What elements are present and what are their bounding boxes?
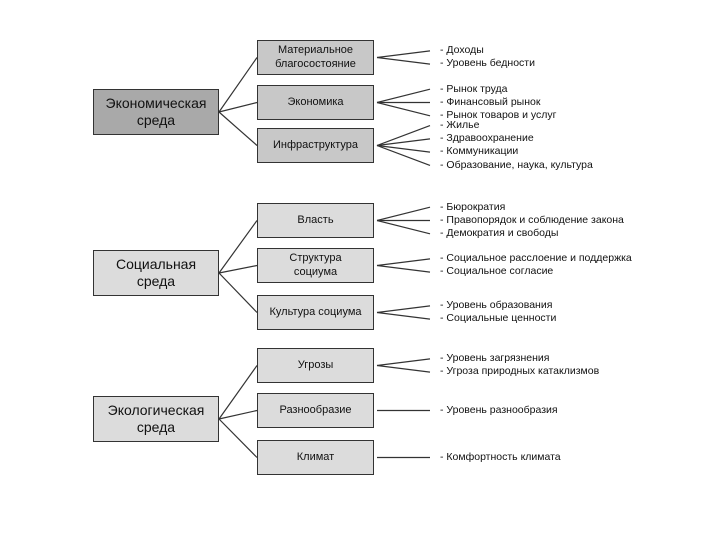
indicator-item: - Демократия и свободы <box>440 227 559 240</box>
indicator-item: - Угроза природных катаклизмов <box>440 365 600 378</box>
indicator-item: - Комфортность климата <box>440 450 561 463</box>
indicator-item: - Жилье <box>440 118 480 131</box>
indicator-list: - Бюрократия- Правопорядок и соблюдение … <box>440 201 624 241</box>
indicator-item: - Социальное расслоение и поддержка <box>440 252 632 265</box>
economic-branch-line <box>218 101 258 113</box>
indicator-fan-line <box>376 56 431 65</box>
indicator-item: - Финансовый рынок <box>440 95 541 108</box>
indicator-list: - Комфортность климата <box>440 451 561 464</box>
social-environment-box: Социальная среда <box>93 250 219 296</box>
indicator-list: - Социальное расслоение и поддержка- Соц… <box>440 252 632 279</box>
factor-label: Власть <box>297 213 334 226</box>
factor-label: Материальное благосостояние <box>275 44 356 70</box>
factor-label: Экономика <box>287 95 344 108</box>
indicator-list: - Уровень загрязнения- Угроза природных … <box>440 352 599 379</box>
social-branch-line <box>218 272 258 313</box>
indicator-item: - Уровень бедности <box>440 57 535 70</box>
economic-environment-label: Экономическая среда <box>105 95 207 128</box>
indicator-fan-line <box>376 101 431 117</box>
social-branch-line <box>218 220 258 274</box>
indicator-item: - Уровень загрязнения <box>440 352 550 365</box>
indicator-list: - Уровень образования- Социальные ценнос… <box>440 299 556 326</box>
factor-label: Разнообразие <box>279 403 352 416</box>
economic-environment-box: Экономическая среда <box>93 89 219 135</box>
indicator-item: - Коммуникации <box>440 145 519 158</box>
factor-label: Инфраструктура <box>272 138 358 151</box>
factor-label: Структура социума <box>289 252 342 278</box>
indicator-item: - Правопорядок и соблюдение закона <box>440 213 624 226</box>
economic-branch-line <box>218 57 258 113</box>
indicator-list: - Рынок труда- Финансовый рынок- Рынок т… <box>440 83 557 123</box>
indicator-fan-line <box>376 305 431 314</box>
ecology-environment-label: Экологическая среда <box>107 402 205 435</box>
indicator-item: - Рынок товаров и услуг <box>440 109 557 122</box>
indicator-fan-line <box>376 258 431 267</box>
factor-label: Угрозы <box>297 358 334 371</box>
indicator-fan-line <box>376 206 431 222</box>
ecology-factor-box: Угрозы <box>257 348 374 383</box>
social-environment-label: Социальная среда <box>115 256 197 289</box>
social-factor-box: Структура социума <box>257 248 374 283</box>
indicator-fan-line <box>376 358 431 367</box>
indicator-item: - Рынок труда <box>440 82 508 95</box>
social-factor-box: Власть <box>257 203 374 238</box>
indicator-fan-line <box>376 364 431 373</box>
ecology-branch-line <box>218 365 258 420</box>
ecology-branch-line <box>218 418 258 458</box>
indicator-fan-line <box>376 144 431 153</box>
ecology-factor-box: Климат <box>257 440 374 475</box>
ecology-factor-box: Разнообразие <box>257 393 374 428</box>
ecology-environment-box: Экологическая среда <box>93 396 219 442</box>
indicator-item: - Уровень разнообразия <box>440 403 558 416</box>
economic-factor-box: Материальное благосостояние <box>257 40 374 75</box>
factor-label: Культура социума <box>269 305 362 318</box>
indicator-list: - Жилье- Здравоохранение- Коммуникации- … <box>440 119 593 172</box>
indicator-item: - Здравоохранение <box>440 132 534 145</box>
indicator-list: - Уровень разнообразия <box>440 404 558 417</box>
indicator-fan-line <box>376 144 431 167</box>
economic-factor-box: Инфраструктура <box>257 128 374 163</box>
indicator-item: - Социальное согласие <box>440 265 554 278</box>
indicator-fan-line <box>376 124 431 147</box>
ecology-branch-line <box>218 409 258 420</box>
social-factor-box: Культура социума <box>257 295 374 330</box>
economic-branch-line <box>218 111 258 146</box>
indicator-list: - Доходы- Уровень бедности <box>440 44 535 71</box>
indicator-item: - Бюрократия <box>440 200 506 213</box>
indicator-fan-line <box>376 138 431 147</box>
economic-factor-box: Экономика <box>257 85 374 120</box>
social-branch-line <box>218 264 258 274</box>
indicator-fan-line <box>376 311 431 320</box>
indicator-item: - Уровень образования <box>440 299 553 312</box>
indicator-fan-line <box>376 50 431 59</box>
indicator-item: - Социальные ценности <box>440 312 557 325</box>
indicator-item: - Образование, наука, культура <box>440 158 593 171</box>
indicator-fan-line <box>376 264 431 273</box>
indicator-fan-line <box>376 219 431 235</box>
indicator-fan-line <box>376 88 431 104</box>
indicator-item: - Доходы <box>440 44 484 57</box>
factor-label: Климат <box>296 450 335 463</box>
